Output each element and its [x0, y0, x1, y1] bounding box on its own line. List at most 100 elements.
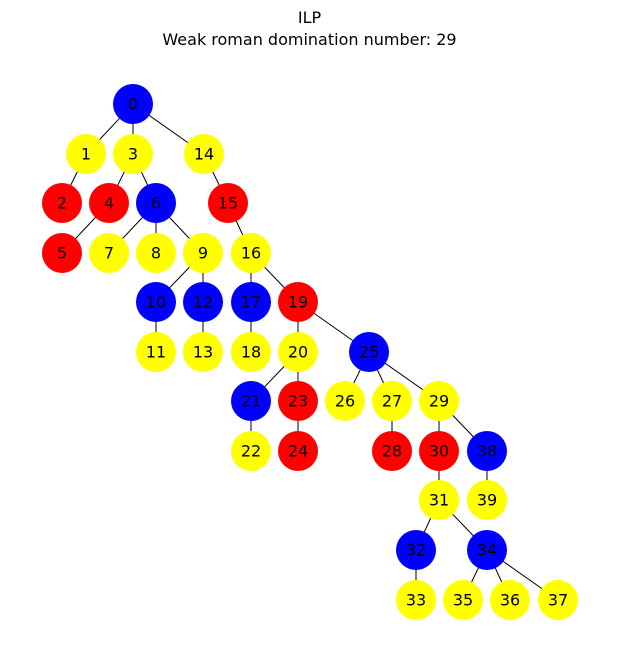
node-15: 15	[208, 183, 248, 223]
node-6: 6	[136, 183, 176, 223]
node-label: 18	[241, 343, 261, 362]
node-circle	[467, 431, 507, 471]
node-label: 29	[429, 392, 449, 411]
node-16: 16	[231, 233, 271, 273]
node-8: 8	[136, 233, 176, 273]
node-circle	[208, 183, 248, 223]
node-circle	[183, 233, 223, 273]
node-label: 16	[241, 244, 261, 263]
node-circle	[136, 282, 176, 322]
node-27: 27	[372, 381, 412, 421]
node-circle	[183, 332, 223, 372]
node-4: 4	[89, 183, 129, 223]
node-10: 10	[136, 282, 176, 322]
node-circle	[42, 233, 82, 273]
node-12: 12	[183, 282, 223, 322]
node-35: 35	[443, 580, 483, 620]
node-label: 31	[429, 491, 449, 510]
node-label: 9	[198, 244, 208, 263]
node-label: 11	[146, 343, 166, 362]
node-18: 18	[231, 332, 271, 372]
node-circle	[419, 480, 459, 520]
node-circle	[89, 183, 129, 223]
node-label: 14	[194, 145, 214, 164]
node-circle	[490, 580, 530, 620]
node-circle	[66, 134, 106, 174]
node-25: 25	[349, 332, 389, 372]
node-30: 30	[419, 431, 459, 471]
node-label: 27	[382, 392, 402, 411]
node-20: 20	[278, 332, 318, 372]
node-22: 22	[231, 431, 271, 471]
node-label: 0	[128, 95, 138, 114]
node-label: 4	[104, 194, 114, 213]
node-31: 31	[419, 480, 459, 520]
node-circle	[419, 381, 459, 421]
node-label: 15	[218, 194, 238, 213]
node-label: 8	[151, 244, 161, 263]
node-label: 2	[57, 194, 67, 213]
node-label: 28	[382, 442, 402, 461]
figure-title: ILP	[297, 8, 322, 27]
node-circle	[42, 183, 82, 223]
node-11: 11	[136, 332, 176, 372]
node-circle	[396, 580, 436, 620]
node-23: 23	[278, 381, 318, 421]
node-label: 35	[453, 591, 473, 610]
node-26: 26	[325, 381, 365, 421]
node-label: 23	[288, 392, 308, 411]
node-circle	[538, 580, 578, 620]
node-circle	[231, 332, 271, 372]
node-circle	[113, 134, 153, 174]
node-circle	[419, 431, 459, 471]
node-circle	[184, 134, 224, 174]
node-24: 24	[278, 431, 318, 471]
node-37: 37	[538, 580, 578, 620]
node-circle	[278, 381, 318, 421]
node-circle	[278, 332, 318, 372]
node-label: 25	[359, 343, 379, 362]
node-circle	[278, 282, 318, 322]
node-circle	[372, 381, 412, 421]
node-circle	[467, 480, 507, 520]
node-5: 5	[42, 233, 82, 273]
node-label: 38	[477, 442, 497, 461]
node-circle	[349, 332, 389, 372]
node-circle	[443, 580, 483, 620]
node-9: 9	[183, 233, 223, 273]
node-19: 19	[278, 282, 318, 322]
node-circle	[231, 431, 271, 471]
node-label: 7	[104, 244, 114, 263]
figure-title-block: ILP Weak roman domination number: 29	[0, 7, 619, 51]
node-circle	[113, 84, 153, 124]
node-label: 19	[288, 293, 308, 312]
node-circle	[136, 183, 176, 223]
node-13: 13	[183, 332, 223, 372]
node-32: 32	[396, 530, 436, 570]
node-label: 6	[151, 194, 161, 213]
node-label: 22	[241, 442, 261, 461]
node-label: 30	[429, 442, 449, 461]
node-circle	[325, 381, 365, 421]
node-circle	[396, 530, 436, 570]
node-label: 5	[57, 244, 67, 263]
node-label: 33	[406, 591, 426, 610]
node-circle	[467, 530, 507, 570]
node-circle	[231, 381, 271, 421]
node-label: 17	[241, 293, 261, 312]
node-29: 29	[419, 381, 459, 421]
node-label: 21	[241, 392, 261, 411]
node-21: 21	[231, 381, 271, 421]
node-label: 32	[406, 541, 426, 560]
node-circle	[183, 282, 223, 322]
node-28: 28	[372, 431, 412, 471]
node-33: 33	[396, 580, 436, 620]
node-circle	[372, 431, 412, 471]
node-label: 20	[288, 343, 308, 362]
node-39: 39	[467, 480, 507, 520]
node-17: 17	[231, 282, 271, 322]
node-label: 12	[193, 293, 213, 312]
figure-subtitle: Weak roman domination number: 29	[162, 30, 457, 49]
